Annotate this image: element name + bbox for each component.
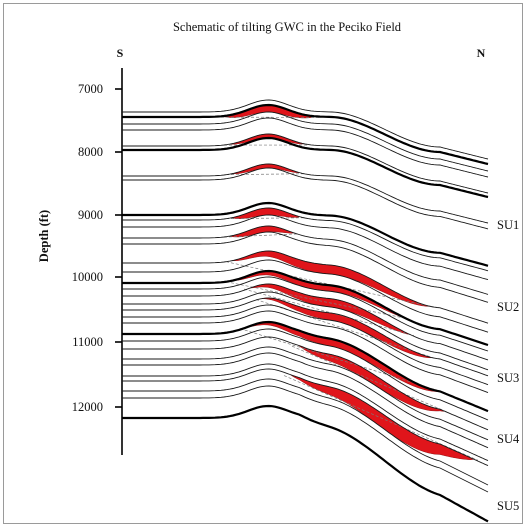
gas-lens [231, 270, 405, 319]
depth-tick-label: 10000 [72, 270, 103, 284]
horizon-line [122, 276, 489, 352]
depth-axis-label: Depth (ft) [37, 210, 51, 262]
horizon-line [122, 214, 489, 281]
depth-tick-label: 11000 [72, 335, 103, 349]
depth-axis: 7000 8000 9000 10000 11000 12000 Depth (… [37, 68, 123, 455]
horizon-line [122, 207, 489, 272]
gas-lens [221, 104, 317, 119]
horizon-line [122, 167, 489, 230]
gwc-line [239, 328, 445, 393]
gas-lens [231, 163, 301, 174]
horizons [122, 99, 489, 523]
horizon-line [122, 297, 489, 377]
horizon-line [122, 320, 489, 413]
horizon-line [122, 269, 489, 347]
figure-frame [3, 3, 523, 524]
horizon-line [122, 363, 489, 462]
unit-label-su5: SU5 [497, 499, 519, 513]
horizon-line [122, 304, 489, 386]
diagram-title: Schematic of tilting GWC in the Peciko F… [173, 20, 402, 34]
unit-label-su3: SU3 [497, 371, 519, 385]
gwc-line [223, 233, 299, 238]
horizon-line [122, 111, 489, 172]
horizon-line [122, 225, 489, 295]
horizon-line [122, 291, 489, 371]
unit-label-su2: SU2 [497, 300, 519, 314]
unit-label-su1: SU1 [497, 218, 519, 232]
horizon-line [122, 136, 489, 199]
gas-lens [231, 250, 431, 307]
horizon-line [122, 368, 489, 467]
direction-south-label: S [117, 46, 124, 60]
horizon-line [122, 328, 489, 421]
horizon-line [122, 385, 489, 493]
horizon-line [122, 99, 489, 160]
unit-labels: SU1 SU2 SU3 SU4 SU5 [497, 218, 520, 513]
gwc-line [291, 345, 449, 413]
horizon-line [122, 378, 489, 486]
horizon-line [122, 259, 489, 333]
horizon-line [122, 231, 489, 303]
direction-north-label: N [477, 46, 486, 60]
gwc-line [243, 288, 415, 336]
horizon-line [122, 283, 489, 361]
horizon-line [122, 163, 489, 224]
horizon-line [122, 346, 489, 441]
gwc-line [225, 281, 409, 320]
gwc-line [225, 217, 305, 220]
horizon-line [122, 250, 489, 324]
horizon-line [122, 352, 489, 449]
horizon-line [122, 404, 489, 523]
depth-tick-label: 8000 [78, 145, 103, 159]
horizon-line [122, 336, 489, 431]
horizon-line [122, 117, 489, 178]
horizon-line [122, 201, 489, 267]
unit-label-su4: SU4 [497, 432, 520, 446]
depth-tick-label: 9000 [78, 208, 103, 222]
horizon-line [122, 310, 489, 394]
horizon-line [122, 103, 489, 166]
horizon-line [122, 133, 489, 194]
depth-tick-label: 12000 [72, 400, 103, 414]
depth-tick-label: 7000 [78, 82, 103, 96]
